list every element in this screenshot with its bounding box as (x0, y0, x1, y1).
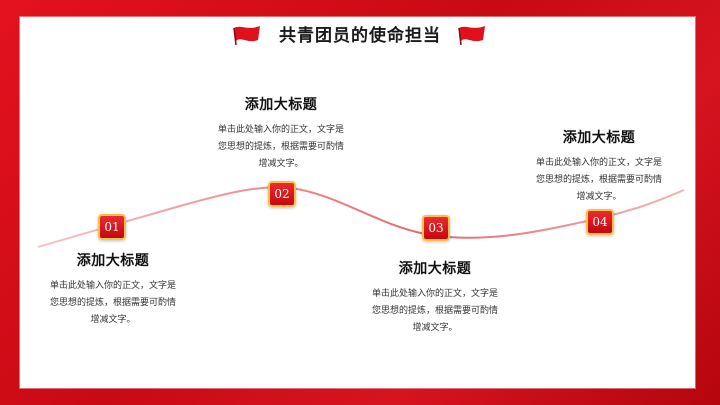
step-body-line: 您思想的提炼，根据需要可酌情 (535, 175, 662, 185)
step-block-02: 添加大标题 单击此处输入你的正文，文字是 您思想的提炼，根据需要可酌情 增减文字… (206, 94, 356, 173)
red-flag-icon (233, 26, 260, 46)
step-marker-04: 04 (586, 209, 614, 235)
step-body-line: 单击此处输入你的正文，文字是 (49, 281, 176, 291)
step-body-line: 增减文字。 (412, 323, 458, 333)
step-body-line: 您思想的提炼，根据需要可酌情 (371, 306, 498, 316)
step-marker-02: 02 (268, 181, 296, 207)
step-marker-03: 03 (422, 215, 450, 241)
step-body: 单击此处输入你的正文，文字是 您思想的提炼，根据需要可酌情 增减文字。 (524, 155, 674, 206)
step-heading: 添加大标题 (76, 253, 150, 269)
step-block-04: 添加大标题 单击此处输入你的正文，文字是 您思想的提炼，根据需要可酌情 增减文字… (524, 127, 674, 206)
step-marker-01: 01 (98, 214, 126, 240)
step-body-line: 单击此处输入你的正文，文字是 (371, 289, 498, 299)
step-body-line: 您思想的提炼，根据需要可酌情 (217, 142, 344, 152)
step-body-line: 增减文字。 (576, 192, 622, 202)
step-block-03: 添加大标题 单击此处输入你的正文，文字是 您思想的提炼，根据需要可酌情 增减文字… (360, 258, 510, 337)
step-body-line: 单击此处输入你的正文，文字是 (535, 158, 662, 168)
step-body-line: 增减文字。 (258, 159, 304, 169)
step-body: 单击此处输入你的正文，文字是 您思想的提炼，根据需要可酌情 增减文字。 (38, 278, 188, 329)
step-body: 单击此处输入你的正文，文字是 您思想的提炼，根据需要可酌情 增减文字。 (206, 122, 356, 173)
step-body-line: 增减文字。 (90, 315, 136, 325)
step-heading: 添加大标题 (398, 261, 472, 277)
step-body-line: 单击此处输入你的正文，文字是 (217, 125, 344, 135)
red-flag-icon (458, 26, 485, 46)
step-body: 单击此处输入你的正文，文字是 您思想的提炼，根据需要可酌情 增减文字。 (360, 286, 510, 337)
step-block-01: 添加大标题 单击此处输入你的正文，文字是 您思想的提炼，根据需要可酌情 增减文字… (38, 250, 188, 329)
step-body-line: 您思想的提炼，根据需要可酌情 (49, 298, 176, 308)
step-heading: 添加大标题 (244, 97, 318, 113)
page-title: 共青团员的使命担当 (279, 26, 441, 46)
content-panel (20, 17, 695, 388)
step-heading: 添加大标题 (562, 130, 636, 146)
